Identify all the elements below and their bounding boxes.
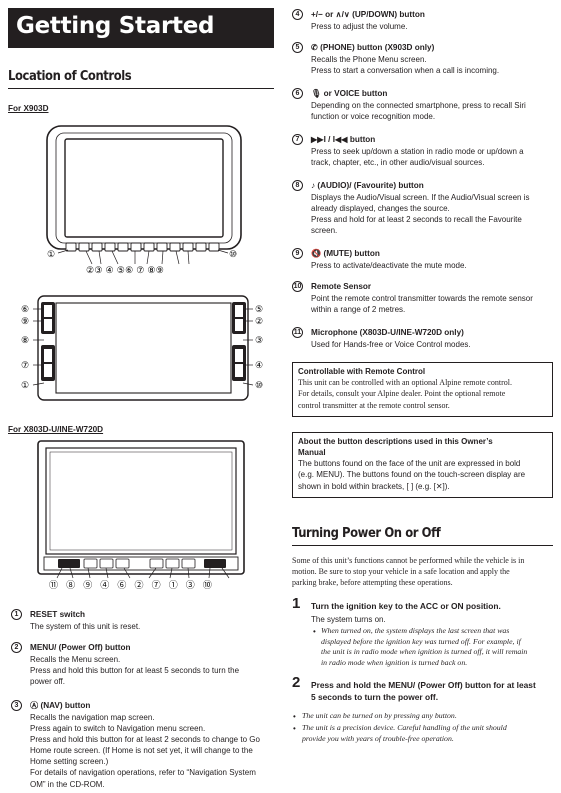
- item-number: 9: [292, 248, 303, 259]
- item-heading: 🎙 or VOICE button: [311, 89, 388, 98]
- bullet-dot: •: [293, 712, 296, 721]
- callout-left-4: ⑦: [21, 360, 29, 370]
- section-rule: [8, 88, 274, 89]
- item-heading: 🔇 (MUTE) button: [311, 249, 380, 258]
- item-body: Press to seek up/down a station in radio…: [311, 147, 524, 168]
- item-heading: Remote Sensor: [311, 282, 372, 291]
- item-number: 8: [292, 180, 303, 191]
- step-1-heading: Turn the ignition key to the ACC or ON p…: [311, 601, 501, 611]
- item-heading: +/− or ∧/∨ (UP/DOWN) button: [311, 10, 425, 19]
- step-2-heading: Press and hold the MENU/ (Power Off) but…: [311, 680, 536, 702]
- control-item-2: 2 MENU/ (Power Off) button Recalls the M…: [11, 642, 273, 690]
- callout-right-5: ⑩: [255, 380, 263, 390]
- item-heading: ✆ (PHONE) button (X903D only): [311, 43, 435, 52]
- remote-control-note-box: Controllable with Remote Control This un…: [292, 362, 553, 417]
- item-number: 3: [11, 700, 22, 711]
- item-body: Depending on the connected smartphone, p…: [311, 101, 526, 122]
- power-note-1: The unit can be turned on by pressing an…: [302, 711, 457, 720]
- box-text: This unit can be controlled with an opti…: [298, 378, 512, 410]
- step-1-number: 1: [292, 595, 301, 612]
- callout-left-1: ⑥: [21, 304, 29, 314]
- item-number: 1: [11, 609, 22, 620]
- section-title-location-of-controls: Location of Controls: [8, 68, 132, 84]
- control-item-1: 1 RESET switch The system of this unit i…: [11, 609, 273, 633]
- model-label-x903d: For X903D: [8, 104, 49, 113]
- callout-row-bottom: ②③ ④ ⑤⑥ ⑦ ⑧⑨: [86, 265, 164, 275]
- callout-10: ⑩: [229, 249, 237, 259]
- callout-right-2: ②: [255, 316, 263, 326]
- item-heading: MENU/ (Power Off) button: [30, 643, 131, 652]
- bullet-dot: •: [293, 724, 296, 733]
- control-item-6: 6 🎙 or VOICE button Depending on the con…: [292, 88, 554, 124]
- callout-row-x803d: ⑪ ⑧ ⑨ ④ ⑥ ② ⑦ ① ③ ⑩: [49, 580, 215, 590]
- item-body: Used for Hands-free or Voice Control mod…: [311, 340, 471, 349]
- control-item-8: 8 ♪ (AUDIO)/ (Favourite) button Displays…: [292, 180, 554, 238]
- section-rule: [292, 545, 553, 546]
- callout-1: ①: [47, 249, 55, 259]
- page-title-bar: Getting Started: [8, 8, 274, 48]
- page-title: Getting Started: [16, 13, 215, 39]
- box-text: The buttons found on the face of the uni…: [298, 459, 526, 491]
- callout-left-2: ⑨: [21, 316, 29, 326]
- item-body: Point the remote control transmitter tow…: [311, 294, 533, 315]
- callout-right-4: ④: [255, 360, 263, 370]
- item-body: Press to activate/deactivate the mute mo…: [311, 261, 467, 270]
- item-number: 2: [11, 642, 22, 653]
- section-title-power: Turning Power On or Off: [292, 525, 441, 541]
- button-descriptions-note-box: About the button descriptions used in th…: [292, 432, 553, 498]
- model-label-x803d: For X803D-U/INE-W720D: [8, 425, 104, 434]
- item-number: 4: [292, 9, 303, 20]
- step-2-number: 2: [292, 674, 301, 691]
- item-body: Press to adjust the volume.: [311, 22, 408, 31]
- bullet-dot: •: [313, 627, 316, 636]
- item-number: 5: [292, 42, 303, 53]
- control-item-5: 5 ✆ (PHONE) button (X903D only) Recalls …: [292, 42, 554, 78]
- item-number: 7: [292, 134, 303, 145]
- box-heading: About the button descriptions used in th…: [298, 437, 493, 457]
- item-body: Recalls the navigation map screen. Press…: [30, 713, 260, 789]
- power-intro: Some of this unit’s functions cannot be …: [292, 556, 525, 588]
- control-item-9: 9 🔇 (MUTE) button Press to activate/deac…: [292, 248, 554, 272]
- item-heading: Microphone (X803D-U/INE-W720D only): [311, 328, 464, 337]
- item-body: Recalls the Menu screen. Press and hold …: [30, 655, 240, 687]
- callout-right-1: ⑤: [255, 304, 263, 314]
- item-number: 10: [292, 281, 303, 292]
- callout-left-5: ①: [21, 380, 29, 390]
- control-item-10: 10 Remote Sensor Point the remote contro…: [292, 281, 554, 317]
- box-heading: Controllable with Remote Control: [298, 367, 426, 376]
- item-body: Recalls the Phone Menu screen. Press to …: [311, 55, 500, 76]
- item-heading: ▶▶I / I◀◀ button: [311, 135, 376, 144]
- control-item-7: 7 ▶▶I / I◀◀ button Press to seek up/down…: [292, 134, 554, 170]
- control-item-4: 4 +/− or ∧/∨ (UP/DOWN) button Press to a…: [292, 9, 554, 33]
- power-note-2: The unit is a precision device. Careful …: [302, 723, 507, 743]
- item-number: 6: [292, 88, 303, 99]
- control-item-3: 3 Ⓐ (NAV) button Recalls the navigation …: [11, 700, 273, 790]
- step-1-body: The system turns on.: [311, 615, 386, 624]
- item-heading: Ⓐ (NAV) button: [30, 701, 91, 710]
- item-body: The system of this unit is reset.: [30, 622, 141, 631]
- callout-left-3: ⑧: [21, 335, 29, 345]
- step-1-note: When turned on, the system displays the …: [321, 626, 528, 667]
- item-number: 11: [292, 327, 303, 338]
- item-body: Displays the Audio/Visual screen. If the…: [311, 193, 530, 236]
- callout-right-3: ③: [255, 335, 263, 345]
- item-heading: RESET switch: [30, 610, 86, 619]
- item-heading: ♪ (AUDIO)/ (Favourite) button: [311, 181, 424, 190]
- control-item-11: 11 Microphone (X803D-U/INE-W720D only) U…: [292, 327, 554, 351]
